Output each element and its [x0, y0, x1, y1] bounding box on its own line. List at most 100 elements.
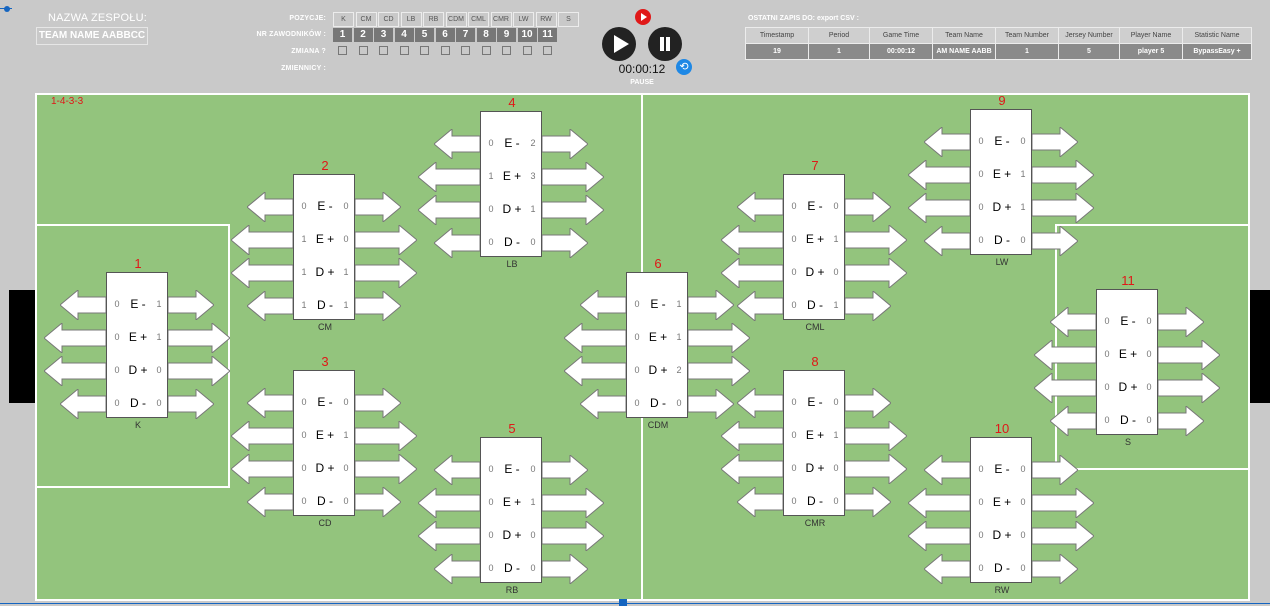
increase-arrow-icon[interactable]: [542, 455, 588, 485]
decrease-arrow-icon[interactable]: [737, 291, 783, 321]
decrease-arrow-icon[interactable]: [721, 258, 783, 288]
decrease-arrow-icon[interactable]: [60, 389, 106, 419]
decrease-arrow-icon[interactable]: [247, 388, 293, 418]
increase-arrow-icon[interactable]: [845, 291, 891, 321]
decrease-arrow-icon[interactable]: [1050, 406, 1096, 436]
play-icon[interactable]: [602, 27, 636, 61]
record-icon[interactable]: [635, 9, 651, 25]
resize-handle[interactable]: [619, 599, 627, 606]
decrease-arrow-icon[interactable]: [1034, 340, 1096, 370]
change-checkbox[interactable]: [399, 46, 409, 55]
decrease-arrow-icon[interactable]: [924, 226, 970, 256]
increase-arrow-icon[interactable]: [168, 323, 230, 353]
stat-name[interactable]: E -: [650, 297, 666, 311]
stat-name[interactable]: E -: [807, 395, 823, 409]
stat-name[interactable]: D -: [650, 396, 666, 410]
stat-name[interactable]: E +: [805, 232, 825, 246]
change-checkbox[interactable]: [440, 46, 450, 55]
stat-name[interactable]: E +: [805, 428, 825, 442]
number-cell[interactable]: 4: [394, 28, 414, 42]
increase-arrow-icon[interactable]: [845, 454, 907, 484]
stat-name[interactable]: D +: [502, 202, 522, 216]
increase-arrow-icon[interactable]: [1158, 406, 1204, 436]
stat-name[interactable]: E -: [317, 395, 333, 409]
stat-name[interactable]: D -: [994, 561, 1010, 575]
increase-arrow-icon[interactable]: [1032, 160, 1094, 190]
increase-arrow-icon[interactable]: [1158, 307, 1204, 337]
decrease-arrow-icon[interactable]: [924, 455, 970, 485]
stat-name[interactable]: E +: [992, 167, 1012, 181]
stat-name[interactable]: E -: [504, 136, 520, 150]
decrease-arrow-icon[interactable]: [737, 192, 783, 222]
decrease-arrow-icon[interactable]: [580, 389, 626, 419]
stat-name[interactable]: D +: [315, 265, 335, 279]
increase-arrow-icon[interactable]: [168, 290, 214, 320]
stat-name[interactable]: E +: [992, 495, 1012, 509]
decrease-arrow-icon[interactable]: [434, 228, 480, 258]
decrease-arrow-icon[interactable]: [247, 291, 293, 321]
stat-name[interactable]: E +: [502, 169, 522, 183]
stat-name[interactable]: D -: [504, 235, 520, 249]
decrease-arrow-icon[interactable]: [564, 323, 626, 353]
decrease-arrow-icon[interactable]: [908, 521, 970, 551]
decrease-arrow-icon[interactable]: [44, 356, 106, 386]
number-cell[interactable]: 3: [374, 28, 393, 42]
increase-arrow-icon[interactable]: [168, 356, 230, 386]
decrease-arrow-icon[interactable]: [247, 192, 293, 222]
decrease-arrow-icon[interactable]: [418, 195, 480, 225]
stat-name[interactable]: E +: [1118, 347, 1138, 361]
stat-name[interactable]: D +: [648, 363, 668, 377]
number-cell[interactable]: 1: [333, 28, 352, 42]
decrease-arrow-icon[interactable]: [231, 454, 293, 484]
change-checkbox[interactable]: [461, 46, 470, 55]
stat-name[interactable]: D -: [317, 494, 333, 508]
decrease-arrow-icon[interactable]: [580, 290, 626, 320]
stat-name[interactable]: E -: [130, 297, 146, 311]
selection-handle[interactable]: [4, 6, 10, 12]
stat-name[interactable]: D +: [502, 528, 522, 542]
increase-arrow-icon[interactable]: [355, 421, 417, 451]
increase-arrow-icon[interactable]: [542, 195, 604, 225]
increase-arrow-icon[interactable]: [542, 162, 604, 192]
stat-name[interactable]: E +: [315, 428, 335, 442]
increase-arrow-icon[interactable]: [845, 487, 891, 517]
stat-name[interactable]: D -: [130, 396, 146, 410]
increase-arrow-icon[interactable]: [542, 554, 588, 584]
stat-name[interactable]: D -: [317, 298, 333, 312]
stat-name[interactable]: D -: [994, 233, 1010, 247]
increase-arrow-icon[interactable]: [355, 487, 401, 517]
increase-arrow-icon[interactable]: [355, 258, 417, 288]
increase-arrow-icon[interactable]: [355, 454, 417, 484]
increase-arrow-icon[interactable]: [688, 323, 750, 353]
stat-name[interactable]: D -: [807, 494, 823, 508]
pause-icon[interactable]: [648, 27, 682, 61]
decrease-arrow-icon[interactable]: [44, 323, 106, 353]
increase-arrow-icon[interactable]: [355, 225, 417, 255]
reset-icon[interactable]: ⟲: [676, 59, 692, 75]
increase-arrow-icon[interactable]: [845, 421, 907, 451]
change-checkbox[interactable]: [481, 46, 491, 55]
decrease-arrow-icon[interactable]: [231, 225, 293, 255]
decrease-arrow-icon[interactable]: [721, 225, 783, 255]
decrease-arrow-icon[interactable]: [737, 487, 783, 517]
increase-arrow-icon[interactable]: [1032, 127, 1078, 157]
increase-arrow-icon[interactable]: [1032, 521, 1094, 551]
increase-arrow-icon[interactable]: [355, 388, 401, 418]
decrease-arrow-icon[interactable]: [231, 421, 293, 451]
stat-name[interactable]: E -: [994, 462, 1010, 476]
change-checkbox[interactable]: [522, 46, 532, 55]
increase-arrow-icon[interactable]: [355, 291, 401, 321]
stat-name[interactable]: D -: [1120, 413, 1136, 427]
increase-arrow-icon[interactable]: [688, 389, 734, 419]
number-cell[interactable]: 6: [435, 28, 455, 42]
stat-name[interactable]: D +: [128, 363, 148, 377]
stat-name[interactable]: D +: [805, 265, 825, 279]
decrease-arrow-icon[interactable]: [434, 554, 480, 584]
increase-arrow-icon[interactable]: [1032, 554, 1078, 584]
stat-name[interactable]: D +: [992, 528, 1012, 542]
stat-name[interactable]: E +: [502, 495, 522, 509]
number-cell[interactable]: 7: [456, 28, 475, 42]
stat-name[interactable]: E +: [128, 330, 148, 344]
increase-arrow-icon[interactable]: [542, 521, 604, 551]
increase-arrow-icon[interactable]: [1158, 340, 1220, 370]
